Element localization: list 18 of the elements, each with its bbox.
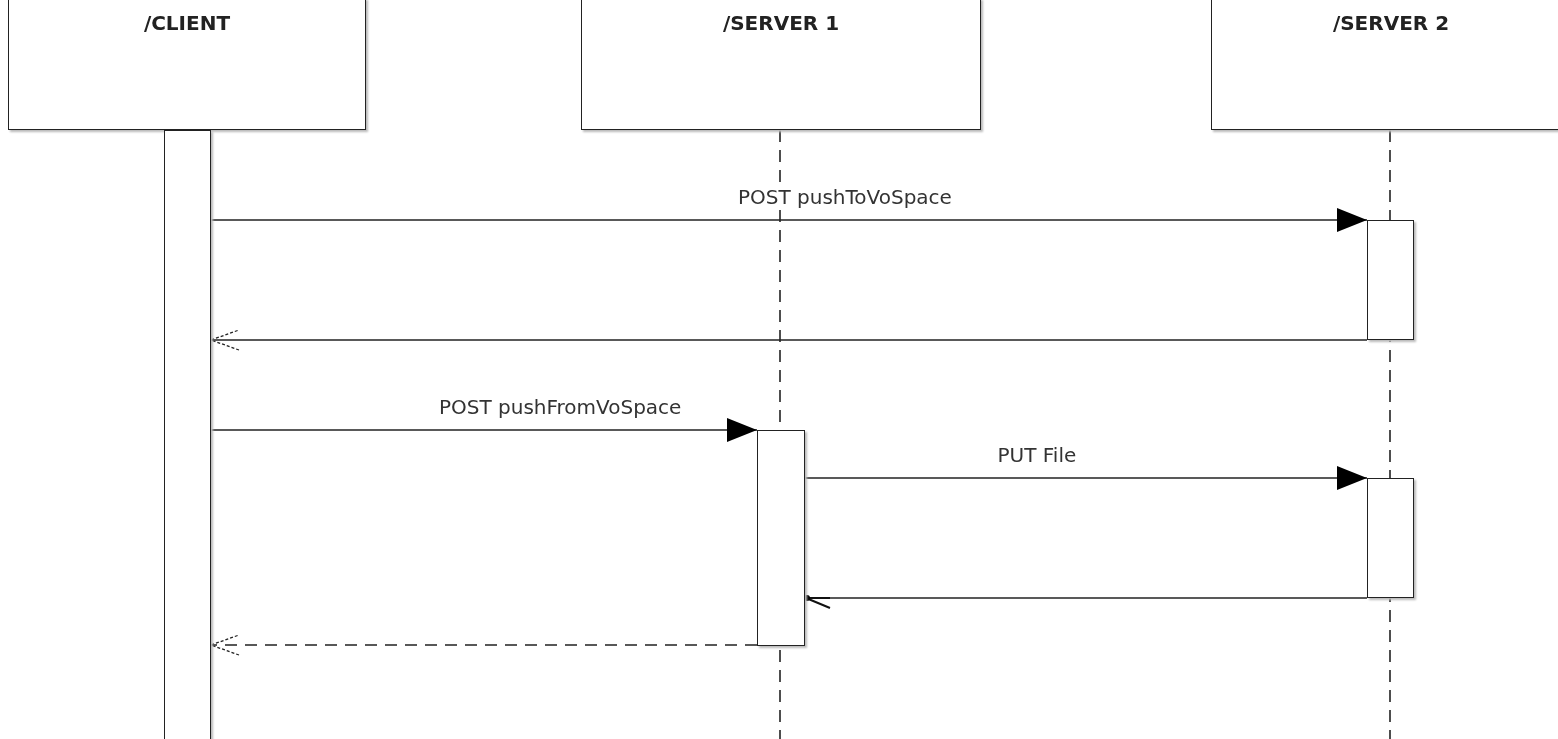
participant-box: [1211, 0, 1558, 130]
activation-bar: [757, 430, 805, 646]
message-arrow: [210, 329, 1368, 351]
participant-name: /CLIENT: [142, 11, 232, 35]
participant-box: [8, 0, 366, 130]
dashed-return-arrow: [210, 634, 758, 656]
participant-name: /SERVER 1: [721, 11, 841, 35]
message-arrow: [803, 594, 1368, 609]
message-arrow: [210, 418, 758, 442]
participant-name: /SERVER 2: [1331, 11, 1451, 35]
participant-box: [581, 0, 981, 130]
message-arrow: [804, 466, 1368, 490]
activation-bar: [1367, 478, 1414, 598]
message-arrow: [210, 208, 1368, 232]
message-label: POST pushToVoSpace: [736, 186, 954, 208]
activation-bar: [164, 130, 211, 739]
message-label: POST pushFromVoSpace: [437, 396, 684, 418]
activation-bar: [1367, 220, 1414, 340]
